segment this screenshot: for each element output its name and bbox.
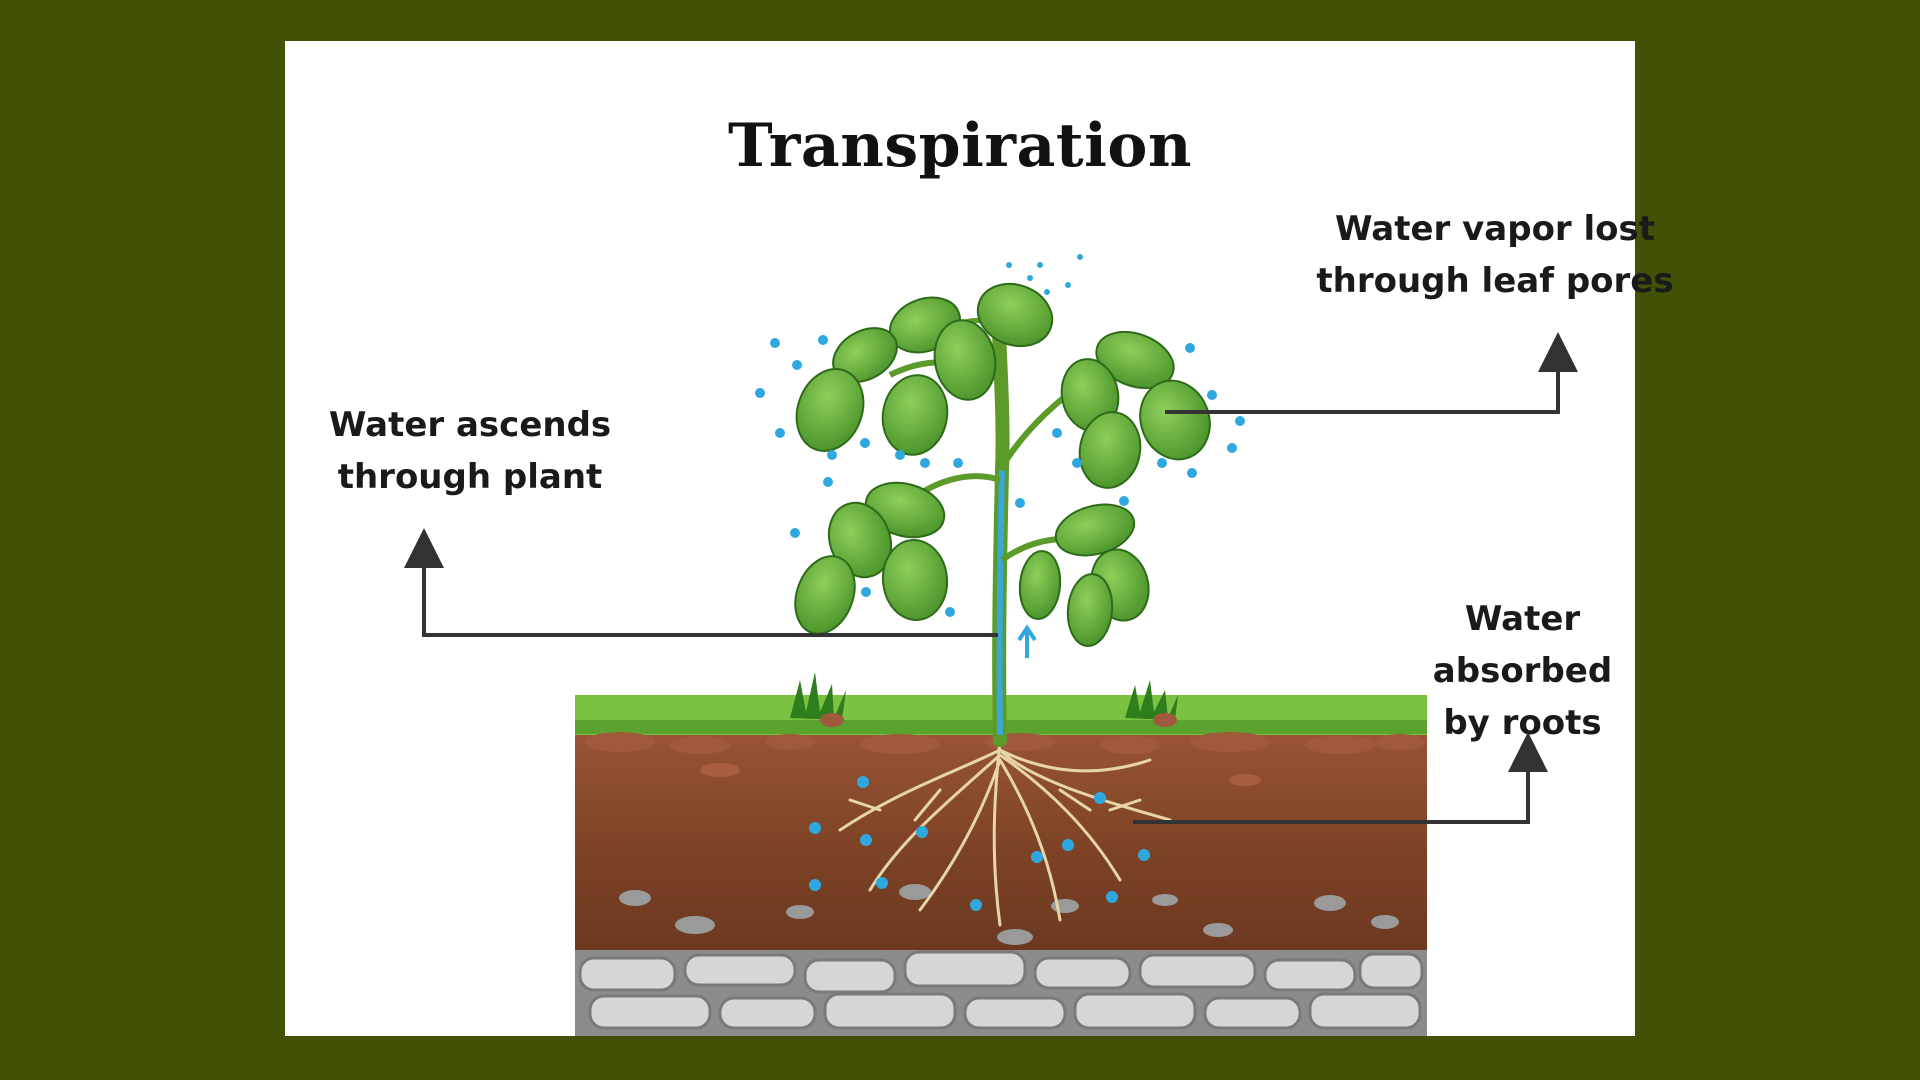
topsoil-stones <box>585 732 1425 754</box>
grass-tuft-right <box>1125 680 1178 727</box>
grass-tuft-left <box>790 672 846 727</box>
label-water-vapor-lost: Water vapor lost through leaf pores <box>1275 203 1715 307</box>
label-line: Water <box>1464 599 1581 639</box>
label-line: through leaf pores <box>1316 261 1674 301</box>
water-flow-arrow-icon <box>1017 624 1037 658</box>
arrow-absorbed-callout <box>1133 732 1548 824</box>
label-line: through plant <box>337 457 603 497</box>
diagram-title: Transpiration <box>727 111 1193 181</box>
bedrock-stones <box>578 950 1424 1030</box>
label-water-ascends: Water ascends through plant <box>285 399 655 503</box>
water-droplets <box>755 254 1245 911</box>
arrow-ascends-callout <box>404 528 998 637</box>
label-line: Water vapor lost <box>1334 209 1656 249</box>
callout-arrows <box>404 332 1578 824</box>
plant-leaves <box>794 282 1211 647</box>
soil-pebbles <box>619 763 1399 945</box>
label-line: Water ascends <box>328 405 612 445</box>
plant-roots <box>838 738 1172 927</box>
label-water-absorbed: Water absorbed by roots <box>1420 593 1625 749</box>
label-line: absorbed <box>1432 651 1613 691</box>
arrow-vapor-callout <box>1165 332 1578 414</box>
